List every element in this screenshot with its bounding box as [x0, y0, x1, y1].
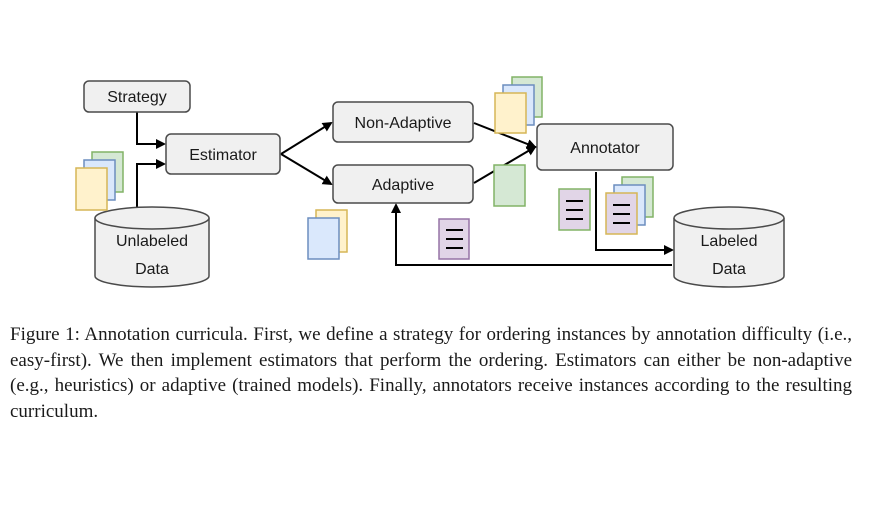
- arrow-annotator-to-labeled: [595, 172, 674, 255]
- unlabeled-data-label-line2: Data: [135, 261, 169, 278]
- document-annotated-feedback-icon: [438, 218, 470, 260]
- arrow-data-to-estimator: [136, 159, 166, 212]
- strategy-label: Strategy: [107, 89, 167, 106]
- adaptive-node: Adaptive: [332, 164, 474, 204]
- document-stack-annotated-icon: [605, 176, 654, 235]
- arrow-estimator-to-non-adaptive: [280, 121, 333, 155]
- strategy-node: Strategy: [83, 80, 191, 113]
- labeled-data-body: [673, 218, 785, 288]
- labeled-data-label-line1: Labeled: [701, 233, 758, 250]
- arrow-strategy-to-estimator: [136, 112, 166, 149]
- annotator-node: Annotator: [536, 123, 674, 171]
- annotator-box: [536, 123, 674, 171]
- unlabeled-data-label-line1: Unlabeled: [116, 233, 188, 250]
- strategy-box: [83, 80, 191, 113]
- labeled-data-top: [673, 206, 785, 230]
- non-adaptive-box: [332, 101, 474, 143]
- arrow-non-adaptive-to-annotator: [473, 122, 537, 149]
- document-annotated-single-icon: [558, 188, 591, 231]
- unlabeled-data-top: [94, 206, 210, 230]
- labeled-data-label-line2: Data: [712, 261, 746, 278]
- annotation-curricula-diagram: Strategy Estimator Non-Adaptive Adaptive…: [75, 76, 785, 288]
- unlabeled-data-cylinder: Unlabeled Data: [94, 206, 210, 288]
- document-stack-adaptive-input-icon: [307, 209, 348, 260]
- adaptive-label: Adaptive: [372, 177, 434, 194]
- arrow-feedback-to-adaptive: [391, 203, 672, 266]
- document-stack-unlabeled-icon: [75, 151, 124, 211]
- document-green-adaptive-icon: [493, 164, 526, 207]
- unlabeled-data-body: [94, 218, 210, 288]
- document-stack-non-adaptive-icon: [494, 76, 543, 134]
- non-adaptive-node: Non-Adaptive: [332, 101, 474, 143]
- non-adaptive-label: Non-Adaptive: [355, 115, 452, 132]
- labeled-data-cylinder: Labeled Data: [673, 206, 785, 288]
- figure-caption: Figure 1: Annotation curricula. First, w…: [10, 324, 852, 422]
- estimator-label: Estimator: [189, 147, 257, 164]
- adaptive-box: [332, 164, 474, 204]
- annotator-label: Annotator: [570, 140, 640, 157]
- estimator-node: Estimator: [165, 133, 281, 175]
- arrow-estimator-to-adaptive: [280, 153, 333, 186]
- estimator-box: [165, 133, 281, 175]
